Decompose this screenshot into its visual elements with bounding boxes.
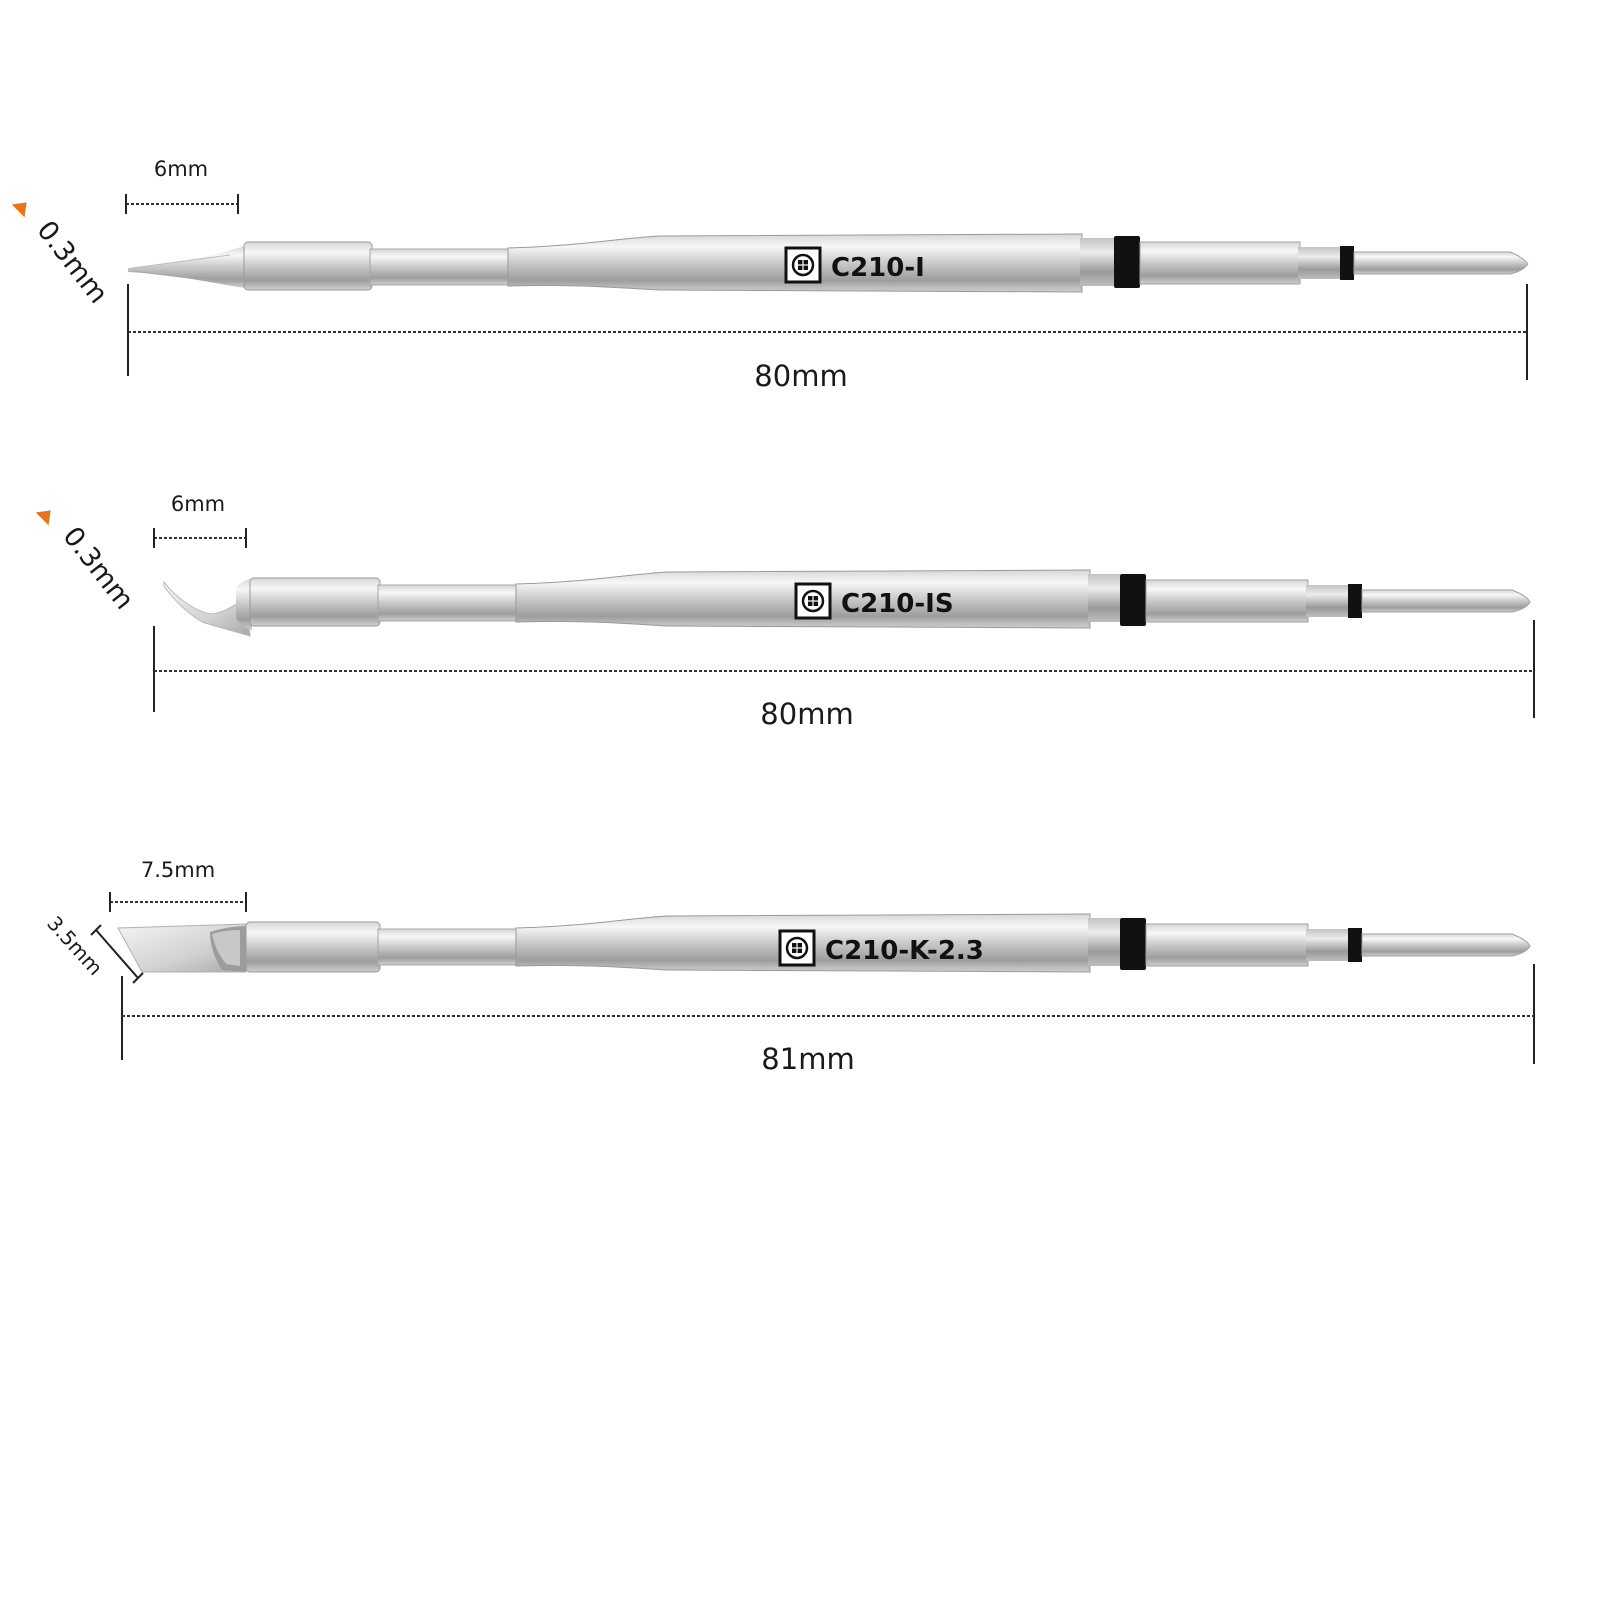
model-label: C210-IS	[841, 589, 954, 619]
total-length-label: 80mm	[760, 697, 853, 731]
total-length-label: 81mm	[761, 1042, 854, 1076]
total-length-dimension	[127, 284, 1528, 380]
tip-length-dimension	[109, 892, 247, 912]
brand-logo-icon	[778, 929, 816, 967]
tip-c210-i: 6mm 0.3mm C210-I	[11, 157, 1529, 393]
brand-logo-icon	[784, 246, 822, 284]
tip-length-label: 6mm	[171, 492, 225, 516]
tip-length-label: 6mm	[154, 157, 208, 181]
tip-size-label: 0.3mm	[30, 215, 113, 309]
soldering-tip-body	[117, 913, 1531, 973]
brand-logo-icon	[794, 582, 832, 620]
total-length-label: 80mm	[754, 359, 847, 393]
soldering-tip-body	[128, 233, 1529, 293]
model-label: C210-K-2.3	[825, 936, 984, 966]
tip-size-label: 3.5mm	[42, 911, 107, 980]
model-label: C210-I	[831, 253, 925, 283]
tip-size-label: 0.3mm	[56, 521, 139, 615]
soldering-tip-body	[163, 569, 1531, 637]
total-length-dimension	[121, 964, 1535, 1064]
tip-size-bracket	[90, 924, 144, 984]
orange-triangle-icon	[11, 202, 27, 218]
tip-c210-k-2-3: 7.5mm 3.5mm C210	[42, 858, 1535, 1076]
total-length-dimension	[153, 620, 1535, 718]
tip-length-dimension	[125, 194, 239, 214]
tip-c210-is: 6mm 0.3mm C210-IS	[35, 492, 1535, 731]
tip-length-dimension	[153, 528, 247, 548]
tip-length-label: 7.5mm	[141, 858, 215, 882]
orange-triangle-icon	[35, 510, 51, 526]
